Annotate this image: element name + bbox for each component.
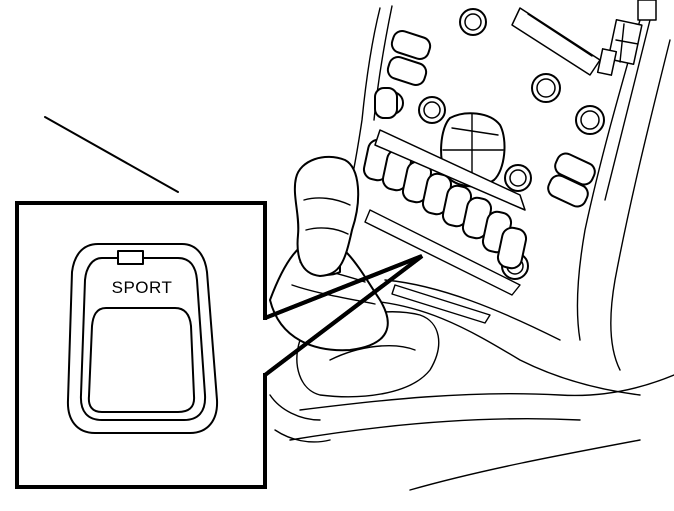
gear-selector-icon — [269, 155, 389, 352]
indicator-lamp — [117, 250, 144, 265]
button-press-pad — [87, 307, 196, 413]
center-console-icon — [269, 0, 674, 491]
leader-line — [44, 116, 179, 193]
inset-box: SPORT — [15, 201, 424, 489]
sport-mode-button-icon: SPORT — [66, 243, 219, 434]
sport-label: SPORT — [112, 278, 173, 297]
